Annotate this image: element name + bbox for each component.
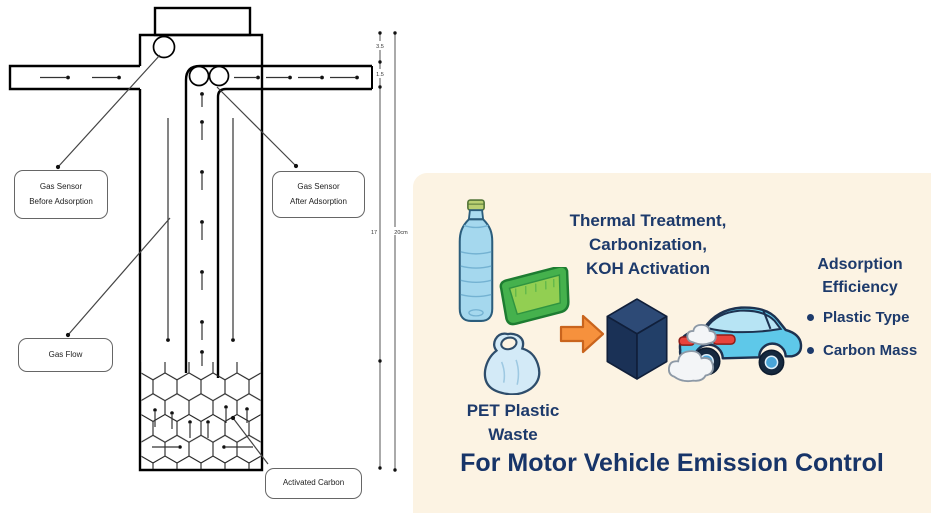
carbon-cube-icon bbox=[606, 298, 668, 380]
bullet-item-plastic-type: Plastic Type bbox=[807, 309, 917, 326]
plastic-bottle-icon bbox=[458, 199, 494, 322]
dimension-label-seg2: 1.5 bbox=[376, 72, 384, 78]
inner-tube-inner-wall bbox=[216, 87, 372, 378]
label-activated-carbon: Activated Carbon bbox=[265, 468, 362, 499]
sensor-port-before bbox=[152, 35, 176, 59]
adsorption-column-diagram: 3.5 1.5 17 20cm bbox=[8, 6, 410, 472]
plastic-bag-icon bbox=[483, 332, 541, 395]
dimension-label-seg1: 3.5 bbox=[376, 44, 384, 50]
waste-label: PET Plastic Waste bbox=[466, 401, 560, 444]
dimension-labels: 3.5 1.5 17 20cm bbox=[368, 41, 410, 236]
efficiency-heading: Adsorption Efficiency bbox=[817, 256, 903, 297]
column-outer-wall bbox=[138, 33, 264, 472]
leader-lines bbox=[55, 54, 299, 465]
bullet-item-carbon-mass: Carbon Mass bbox=[807, 342, 917, 359]
dimension-label-total: 20cm bbox=[394, 230, 408, 236]
dimension-label-seg3: 17 bbox=[371, 230, 377, 236]
exhaust-clouds bbox=[667, 323, 717, 383]
infographic-panel: Thermal Treatment, Carbonization, KOH Ac… bbox=[413, 173, 931, 513]
gas-sensor-ports bbox=[152, 35, 230, 87]
sensor-port-mid bbox=[188, 65, 210, 87]
dimension-lines bbox=[379, 33, 396, 470]
car-exhaust-icon bbox=[667, 306, 803, 383]
bullet-label: Carbon Mass bbox=[823, 342, 918, 359]
inlet-pipe bbox=[8, 64, 140, 91]
bullet-dot-icon bbox=[807, 347, 814, 354]
label-gas-sensor-after: Gas Sensor After Adsorption bbox=[272, 171, 365, 218]
efficiency-bullet-list: Plastic Type Carbon Mass bbox=[807, 309, 917, 359]
column-top-cap bbox=[153, 6, 252, 37]
process-steps-heading: Thermal Treatment, Carbonization, KOH Ac… bbox=[569, 211, 727, 278]
plastic-tray-icon bbox=[499, 267, 570, 326]
bullet-dot-icon bbox=[807, 314, 814, 321]
sensor-port-after bbox=[208, 65, 230, 87]
dimension-ticks bbox=[378, 31, 397, 472]
label-gas-sensor-before: Gas Sensor Before Adsorption bbox=[14, 170, 108, 219]
carbon-bed-honeycomb bbox=[141, 362, 261, 469]
flow-arrows bbox=[40, 75, 359, 449]
footer-heading: For Motor Vehicle Emission Control bbox=[460, 449, 884, 477]
bullet-label: Plastic Type bbox=[823, 309, 910, 326]
label-gas-flow: Gas Flow bbox=[18, 338, 113, 372]
inner-tube-outer-wall bbox=[184, 64, 372, 373]
process-arrow-icon bbox=[559, 314, 605, 354]
